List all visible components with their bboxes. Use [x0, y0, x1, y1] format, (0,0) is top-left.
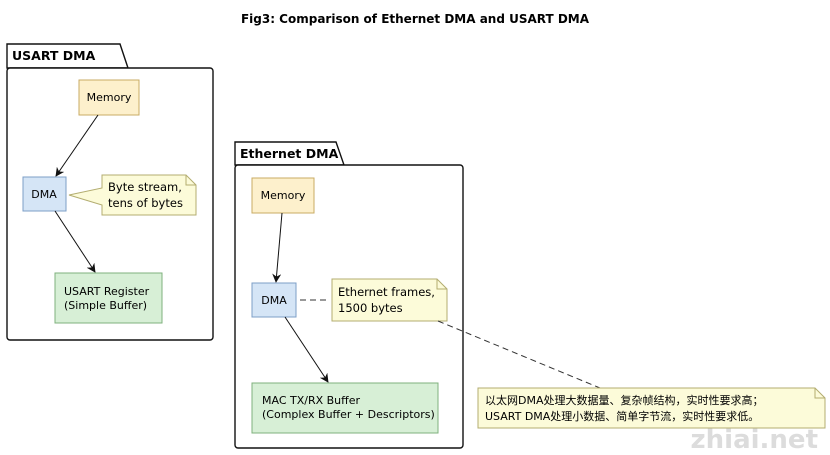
figure-title: Fig3: Comparison of Ethernet DMA and USA… [241, 12, 590, 26]
usart-register-node: USART Register (Simple Buffer) [54, 272, 163, 324]
usart-package-label: USART DMA [12, 48, 96, 63]
svg-text:Ethernet frames, 1500: Ethernet frames, 1500 bytes [338, 285, 439, 315]
usart-dma-label: DMA [31, 188, 57, 201]
ethernet-arrow-memory-to-dma [272, 212, 283, 283]
usart-memory-node: Memory [78, 79, 140, 116]
usart-register-line-1: USART Register [64, 285, 150, 298]
svg-text:USART Register (Simple: USART Register (Simple Buffer) [64, 285, 153, 312]
usart-package: USART DMA Memory DMA USART Register (Sim… [6, 43, 214, 341]
usart-register-line-2: (Simple Buffer) [64, 299, 147, 312]
usart-note: Byte stream, tens of bytes [68, 174, 197, 216]
ethernet-dma-node: DMA [251, 282, 297, 318]
usart-dma-node: DMA [22, 176, 67, 212]
ethernet-note-line-1: Ethernet frames, [338, 285, 435, 299]
ethernet-package: Ethernet DMA Memory DMA MAC TX/RX Buffer… [234, 141, 464, 449]
summary-note: 以太网DMA处理大数据量、复杂帧结构，实时性要求高； USART DMA处理小数… [477, 387, 826, 429]
ethernet-buffer-node: MAC TX/RX Buffer (Complex Buffer + Descr… [251, 382, 439, 434]
summary-note-line-2: USART DMA处理小数据、简单字节流，实时性要求低。 [485, 409, 759, 423]
usart-arrow-memory-to-dma [55, 114, 99, 177]
ethernet-buffer-line-2: (Complex Buffer + Descriptors) [262, 408, 435, 421]
usart-memory-label: Memory [87, 91, 132, 104]
ethernet-arrow-dma-to-buffer [284, 316, 329, 383]
ethernet-buffer-line-1: MAC TX/RX Buffer [262, 394, 361, 407]
usart-arrow-dma-to-register [54, 210, 96, 273]
watermark-logo: zhiai.net [691, 425, 818, 455]
usart-note-line-1: Byte stream, [108, 180, 182, 194]
summary-note-line-1: 以太网DMA处理大数据量、复杂帧结构，实时性要求高； [485, 393, 763, 407]
ethernet-note-line-2: 1500 bytes [338, 301, 403, 315]
ethernet-memory-label: Memory [261, 189, 306, 202]
ethernet-note: Ethernet frames, 1500 bytes [331, 278, 448, 322]
svg-text:Byte stream, tens of b: Byte stream, tens of bytes [108, 180, 186, 210]
ethernet-memory-node: Memory [251, 177, 315, 214]
ethernet-package-label: Ethernet DMA [240, 146, 339, 161]
ethernet-dma-label: DMA [261, 294, 287, 307]
svg-text:MAC TX/RX Buffer (Comp: MAC TX/RX Buffer (Complex Buffer + Descr… [262, 394, 435, 421]
usart-note-line-2: tens of bytes [108, 196, 183, 210]
svg-text:以太网DMA处理大数据量、复杂帧结构，实时性要求高；: 以太网DMA处理大数据量、复杂帧结构，实时性要求高； USART DMA处理小数… [485, 393, 767, 423]
